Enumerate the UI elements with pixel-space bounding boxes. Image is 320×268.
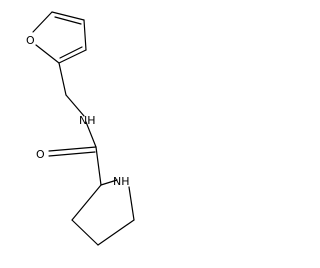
pyrrolidine-bond-c2-n — [100, 179, 118, 186]
pyrrolidine-bond-c4-c3 — [71, 219, 99, 246]
pyrrolidine-ring — [71, 179, 135, 246]
bond-c2-ch2 — [58, 62, 67, 96]
furan-bond-o-c5 — [32, 11, 53, 33]
pyrrolidine-bond-c3-c2 — [71, 184, 102, 221]
furan-bond-c2-o — [35, 44, 60, 64]
carbonyl-oxygen-label: O — [36, 148, 45, 161]
furan-bond-c5-c4 — [51, 11, 85, 21]
furan-bond-c5-c4-inner — [54, 16, 82, 25]
furan-bond-c4-c3 — [83, 19, 87, 51]
furan-oxygen-label: O — [26, 34, 35, 47]
pyrrolidine-bond-c5-c4 — [97, 219, 135, 246]
bond-ch2-n — [65, 94, 85, 117]
pyrrolidine-nitrogen-label: NH — [113, 175, 130, 188]
carbonyl-double-bond-outer — [48, 146, 97, 152]
bond-carbonyl-c-c2 — [95, 146, 102, 186]
amide-nitrogen-label: NH — [79, 114, 96, 127]
pyrrolidine-bond-n-c5 — [128, 186, 135, 221]
furan-bond-c3-c2-inner — [59, 46, 83, 59]
carbonyl-double-bond-inner — [48, 151, 96, 157]
chemical-structure: O NH O NH — [26, 11, 135, 246]
bond-n-carbonyl-c — [85, 121, 97, 148]
furan-bond-c3-c2 — [58, 49, 87, 64]
furan-ring — [32, 11, 87, 64]
